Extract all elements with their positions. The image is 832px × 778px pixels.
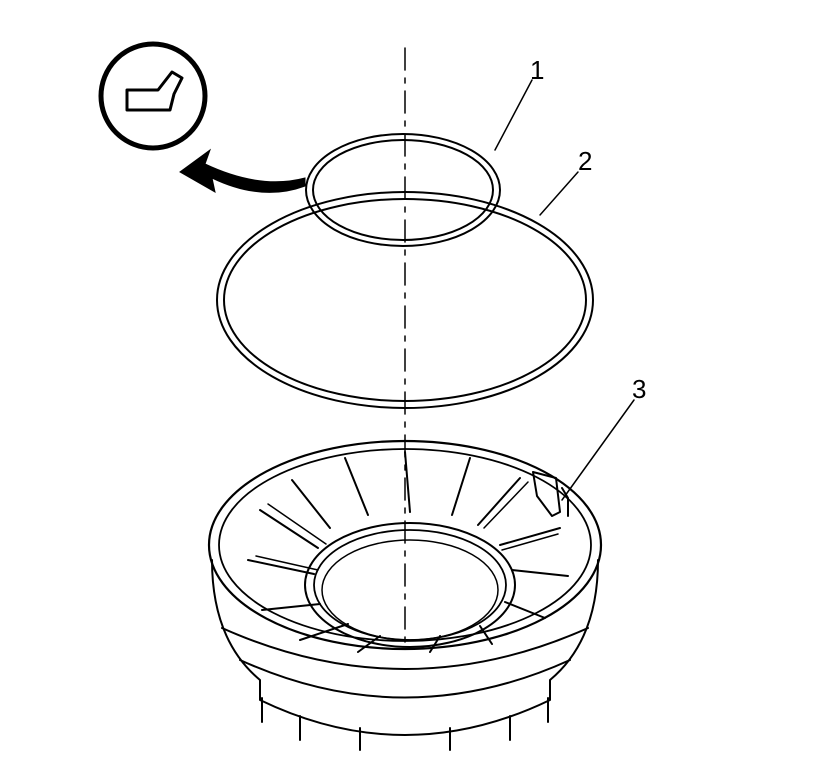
- oil-can-lubricate-icon: [98, 41, 208, 151]
- leader-line-3: [561, 399, 635, 501]
- callout-1: 1: [530, 55, 544, 85]
- callout-2: 2: [578, 146, 592, 176]
- small-o-ring: [305, 133, 501, 247]
- leader-line-2: [539, 171, 579, 216]
- curved-arrow-icon: [179, 148, 306, 193]
- leader-lines: [494, 79, 635, 501]
- leader-line-1: [494, 79, 533, 151]
- callout-3: 3: [632, 374, 646, 404]
- large-seal-ring: [216, 191, 594, 409]
- piston-housing: [207, 439, 603, 751]
